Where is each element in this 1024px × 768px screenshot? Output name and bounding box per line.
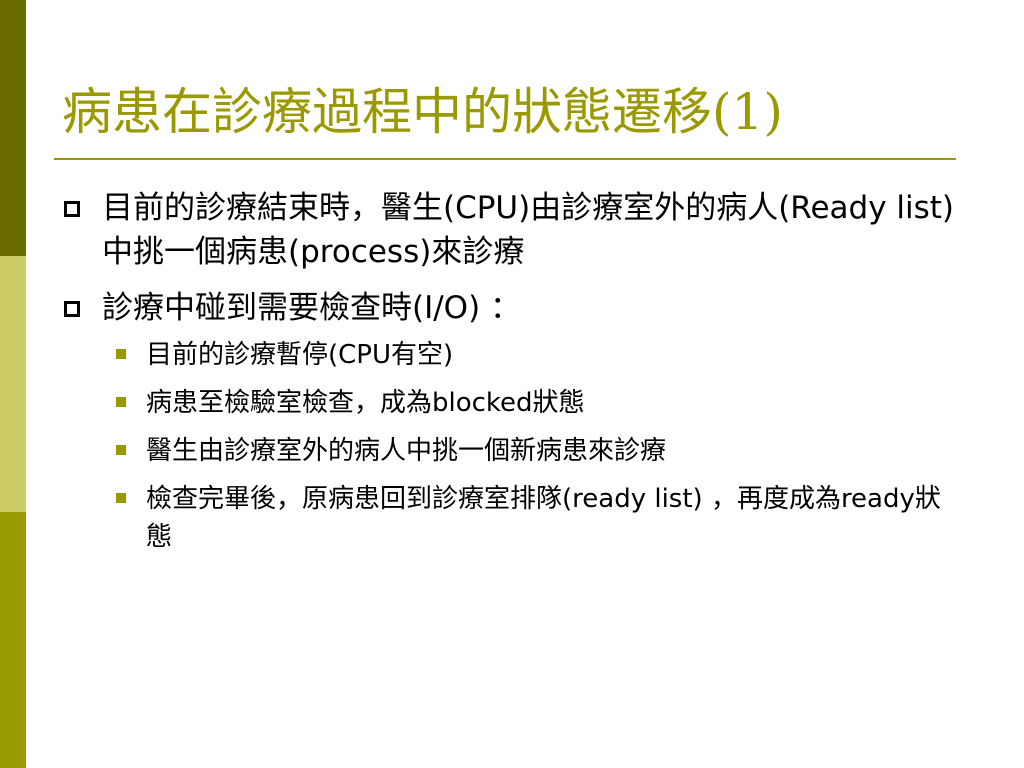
sub-bullet-item-2-text: 病患至檢驗室檢查，成為blocked狀態 — [146, 388, 585, 418]
side-bar-middle-segment — [0, 256, 26, 512]
sub-bullet-item-4-text: 檢查完畢後，原病患回到診療室排隊(ready list) ，再度成為ready狀… — [146, 484, 941, 552]
hollow-square-bullet-icon — [64, 301, 80, 317]
bullet-item-2: 診療中碰到需要檢查時(I/O) ： — [62, 286, 962, 330]
sub-bullet-item-4: 檢查完畢後，原病患回到診療室排隊(ready list) ，再度成為ready狀… — [62, 480, 962, 556]
sub-bullet-item-1: 目前的診療暫停(CPU有空) — [62, 336, 962, 374]
slide-title: 病患在診療過程中的狀態遷移(1) — [62, 83, 783, 141]
side-decor-bar — [0, 0, 26, 768]
bullet-item-1: 目前的診療結束時，醫生(CPU)由診療室外的病人(Ready list)中挑一個… — [62, 186, 962, 274]
filled-square-bullet-icon — [116, 349, 126, 359]
sub-bullet-item-3: 醫生由診療室外的病人中挑一個新病患來診療 — [62, 432, 962, 470]
side-bar-top-segment — [0, 0, 26, 256]
side-bar-bottom-segment — [0, 512, 26, 768]
slide-content: 目前的診療結束時，醫生(CPU)由診療室外的病人(Ready list)中挑一個… — [62, 186, 962, 566]
sub-bullet-item-2: 病患至檢驗室檢查，成為blocked狀態 — [62, 384, 962, 422]
sub-bullet-item-3-text: 醫生由診療室外的病人中挑一個新病患來診療 — [146, 436, 667, 466]
filled-square-bullet-icon — [116, 493, 126, 503]
bullet-item-1-text: 目前的診療結束時，醫生(CPU)由診療室外的病人(Ready list)中挑一個… — [102, 190, 955, 270]
bullet-item-2-text: 診療中碰到需要檢查時(I/O) ： — [102, 290, 522, 326]
sub-bullet-item-1-text: 目前的診療暫停(CPU有空) — [146, 340, 454, 370]
title-underline — [54, 158, 956, 160]
filled-square-bullet-icon — [116, 397, 126, 407]
filled-square-bullet-icon — [116, 445, 126, 455]
hollow-square-bullet-icon — [64, 201, 80, 217]
